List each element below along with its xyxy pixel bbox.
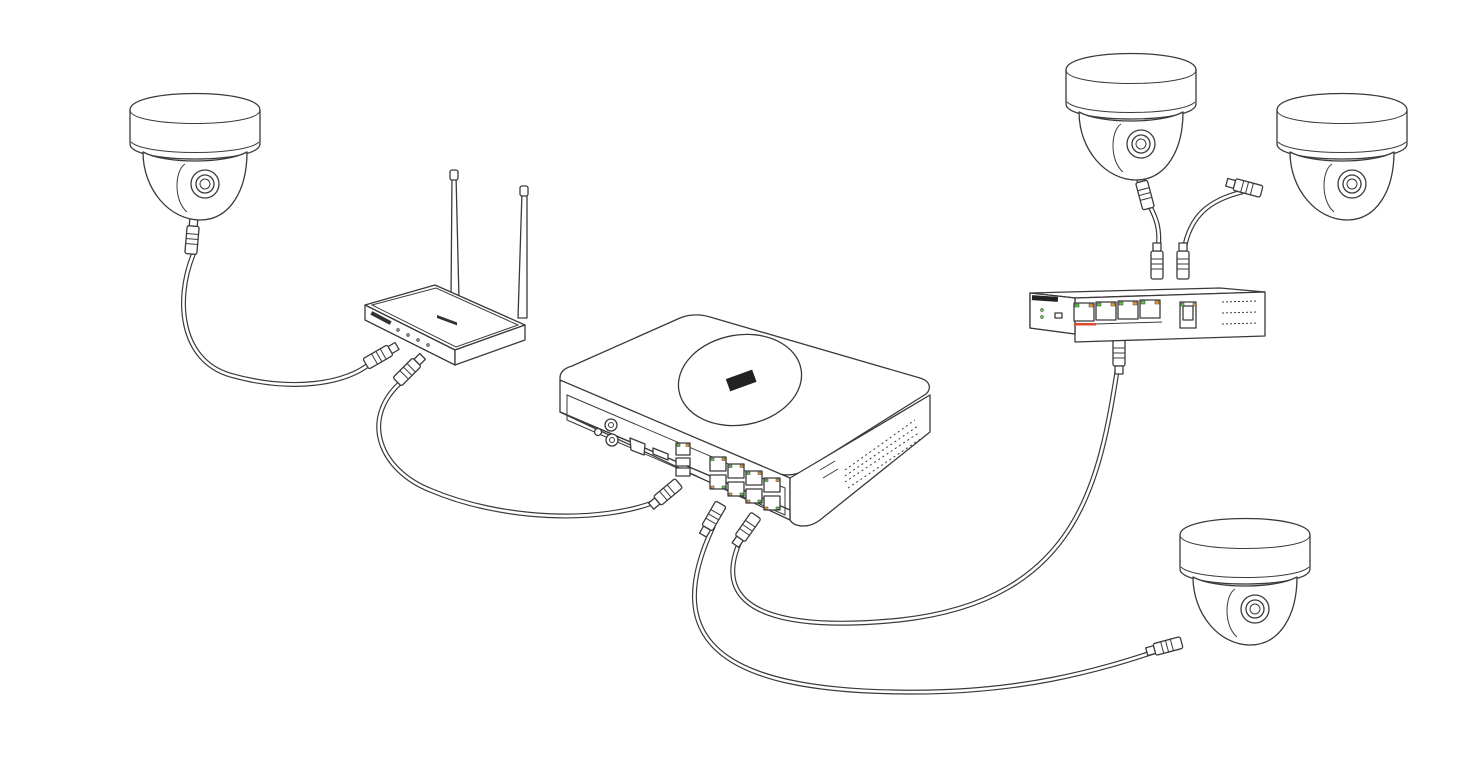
rj45-connector	[392, 351, 428, 387]
dome-camera-icon	[1276, 92, 1408, 221]
rj45-connector	[1144, 635, 1184, 659]
cable-camera-to-switch-2	[1181, 189, 1245, 253]
rj45-connector	[1112, 337, 1126, 375]
dome-camera-icon	[1179, 517, 1311, 646]
cable-camera-to-router	[181, 252, 375, 387]
rj45-connector	[362, 340, 401, 370]
nvr-icon	[559, 314, 931, 527]
poe-switch-icon	[1029, 287, 1266, 343]
rj45-connector	[1150, 242, 1164, 280]
rj45-connector	[646, 477, 684, 512]
vent-slots	[816, 419, 923, 489]
dome-camera-icon	[1065, 52, 1197, 181]
dome-camera-icon	[129, 92, 261, 221]
rj45-connector	[184, 216, 201, 256]
cable-nvr-to-camera-bottom	[692, 524, 1163, 695]
rj45-connector	[729, 511, 762, 550]
cable-nvr-to-poe-switch	[730, 362, 1121, 626]
rj45-connector	[1176, 242, 1190, 280]
wifi-router-icon	[364, 169, 529, 366]
ethernet-ports	[709, 456, 781, 511]
cable-router-to-nvr	[376, 380, 663, 519]
